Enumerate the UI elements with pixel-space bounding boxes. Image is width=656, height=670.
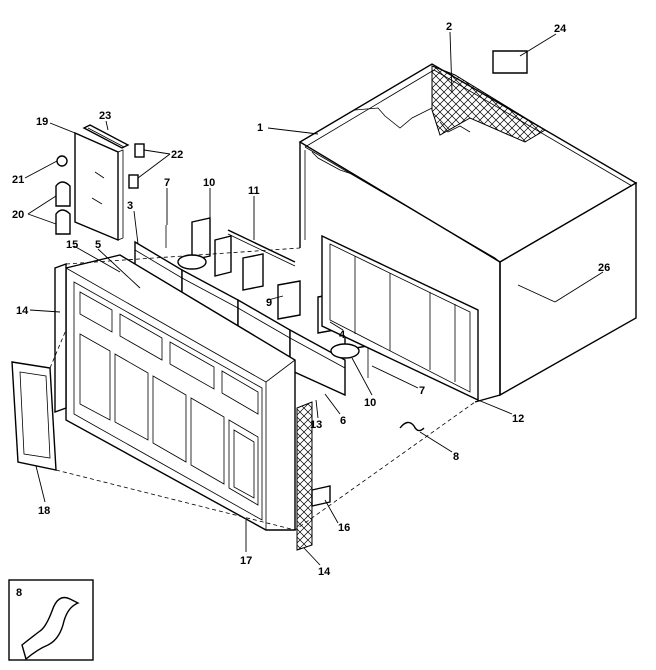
callout-26: 26 <box>598 262 610 274</box>
bracket-part <box>311 485 331 507</box>
callout-7-upper: 7 <box>164 177 170 189</box>
callout-18: 18 <box>38 505 50 517</box>
callout-19: 19 <box>36 116 48 128</box>
front-frame-part <box>65 254 296 531</box>
callout-4: 4 <box>339 329 346 341</box>
insulation-part <box>354 65 546 143</box>
callout-7-lower: 7 <box>419 385 425 397</box>
side-strip-right-part <box>296 401 313 551</box>
callout-3: 3 <box>127 200 133 212</box>
label-plate-part <box>492 50 528 74</box>
callout-8-inset: 8 <box>16 587 22 599</box>
callout-2: 2 <box>446 21 452 33</box>
side-strip-left-part <box>54 263 67 413</box>
callout-13: 13 <box>310 419 322 431</box>
callout-8-main: 8 <box>453 451 459 463</box>
callout-labels: 1 2 24 19 23 22 21 20 7 10 11 3 15 5 14 … <box>12 21 610 599</box>
rod-part <box>227 229 296 267</box>
callout-23: 23 <box>99 110 111 122</box>
inset-detail-box <box>8 579 94 661</box>
control-panel-part <box>55 124 145 242</box>
callout-10-lower: 10 <box>364 397 376 409</box>
callout-10-upper: 10 <box>203 177 215 189</box>
callout-15: 15 <box>66 239 78 251</box>
callout-12: 12 <box>512 413 524 425</box>
clip-part <box>399 421 425 432</box>
callout-21: 21 <box>12 174 24 186</box>
callout-5: 5 <box>95 239 101 251</box>
callout-1: 1 <box>257 122 263 134</box>
callout-17: 17 <box>240 555 252 567</box>
leader-lines <box>24 31 604 566</box>
callout-9: 9 <box>266 297 272 309</box>
callout-24: 24 <box>554 23 567 35</box>
callout-11: 11 <box>248 185 260 197</box>
callout-16: 16 <box>338 522 350 534</box>
callout-22: 22 <box>171 149 183 161</box>
callout-14-upper: 14 <box>16 305 29 317</box>
cabinet-part <box>298 63 638 403</box>
callout-6: 6 <box>340 415 346 427</box>
assembly-guide-lines <box>49 247 476 531</box>
callout-20: 20 <box>12 209 24 221</box>
callout-14-lower: 14 <box>318 566 331 578</box>
filter-panel-part <box>11 361 57 471</box>
